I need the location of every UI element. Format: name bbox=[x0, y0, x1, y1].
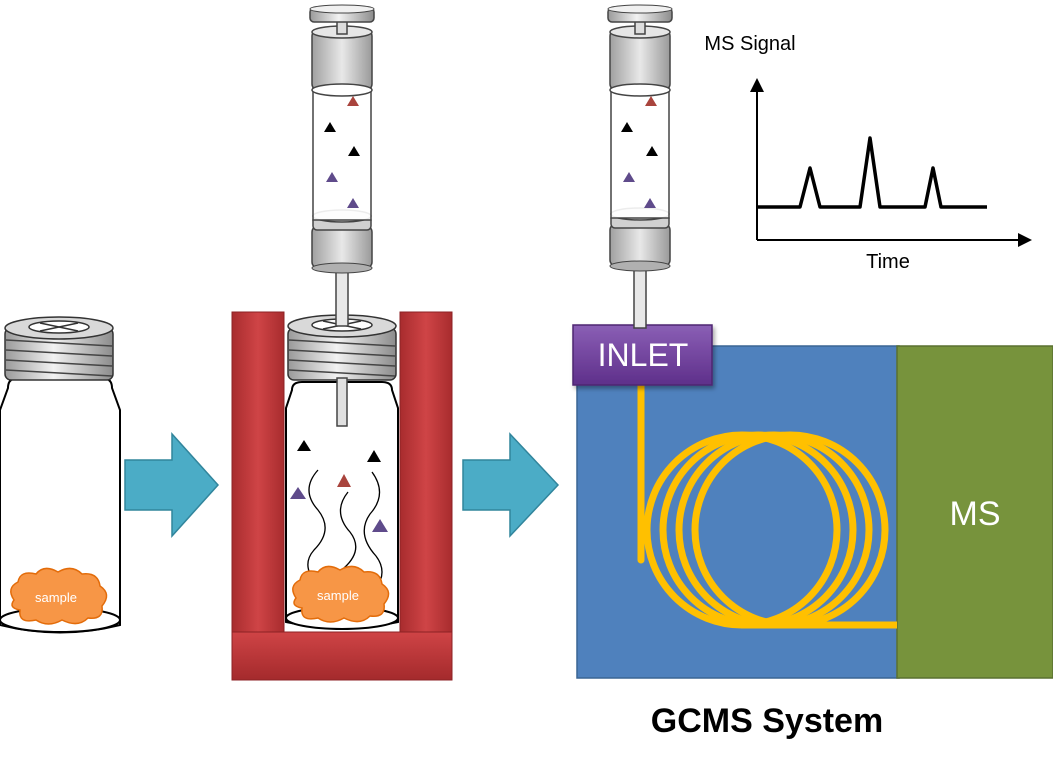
analyte-red bbox=[347, 96, 359, 106]
gc-inlet bbox=[572, 324, 713, 386]
analyte-purple bbox=[372, 519, 388, 532]
chromatogram: MS Signal Time bbox=[704, 33, 1032, 273]
gc-column bbox=[637, 378, 897, 629]
analyte-black bbox=[621, 122, 633, 132]
signal-trace bbox=[757, 136, 987, 209]
system-caption: GCMS System bbox=[651, 702, 883, 740]
analytes-syringe-1 bbox=[324, 96, 360, 208]
analyte-purple bbox=[347, 198, 359, 208]
analyte-purple bbox=[290, 487, 306, 499]
analyte-purple bbox=[326, 172, 338, 182]
analyte-purple bbox=[644, 198, 656, 208]
sample-blob-middle: sample bbox=[292, 565, 390, 623]
y-axis-arrowhead bbox=[750, 78, 764, 92]
process-arrow-1 bbox=[124, 432, 220, 538]
time-label: Time bbox=[866, 251, 910, 273]
analyte-black bbox=[348, 146, 360, 156]
sample-vial-left bbox=[0, 316, 121, 634]
analyte-black bbox=[646, 146, 658, 156]
inlet-label: INLET bbox=[598, 337, 689, 373]
analyte-red bbox=[337, 474, 351, 487]
analytes-syringe-2 bbox=[621, 96, 658, 208]
sample-label-middle: sample bbox=[317, 588, 359, 603]
analyte-black bbox=[324, 122, 336, 132]
heater-block bbox=[231, 311, 453, 681]
analyte-black bbox=[297, 440, 311, 451]
sample-vial-middle bbox=[285, 314, 399, 630]
analyte-black bbox=[367, 450, 381, 462]
x-axis-arrowhead bbox=[1018, 233, 1032, 247]
spme-syringe-1 bbox=[309, 4, 375, 327]
sample-blob-left: sample bbox=[10, 567, 108, 625]
sample-label-left: sample bbox=[35, 590, 77, 605]
spme-syringe-2 bbox=[607, 4, 673, 329]
ms-label: MS bbox=[950, 495, 1001, 533]
process-arrow-2 bbox=[462, 432, 560, 538]
analyte-purple bbox=[623, 172, 635, 182]
ms-signal-label: MS Signal bbox=[704, 33, 795, 55]
analyte-red bbox=[645, 96, 657, 106]
analytes-vial bbox=[290, 440, 388, 532]
ms-detector: MS bbox=[896, 345, 1053, 679]
